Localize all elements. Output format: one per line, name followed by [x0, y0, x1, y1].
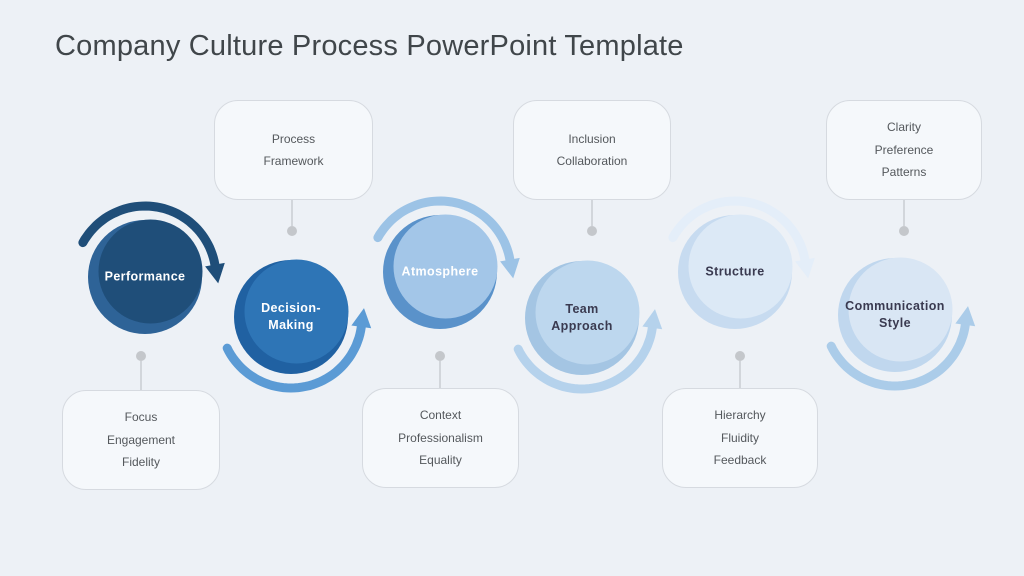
connector-dot-clarity-preference-patterns	[899, 226, 909, 236]
performance-arrowhead-icon	[205, 262, 225, 284]
team-approach-arrowhead-icon	[642, 309, 663, 330]
connector-dot-hierarchy-fluidity-feedback	[735, 351, 745, 361]
connector-dot-context-professionalism-equality	[435, 351, 445, 361]
structure-circular-arrow	[668, 196, 810, 265]
performance-circle	[98, 219, 203, 324]
decision-making-circle	[244, 259, 349, 364]
atmosphere-circle	[393, 214, 498, 319]
communication-style-circle	[848, 257, 953, 362]
structure-circle	[688, 214, 793, 319]
slide-title: Company Culture Process PowerPoint Templ…	[55, 30, 684, 62]
decision-making-circular-arrow	[222, 322, 366, 393]
atmosphere-circular-arrow	[373, 196, 515, 265]
structure-arrowhead-icon	[795, 257, 815, 279]
atmosphere-arrowhead-icon	[500, 257, 520, 279]
performance-circular-arrow	[78, 201, 220, 270]
connector-dot-process-framework	[287, 226, 297, 236]
team-approach-circular-arrow	[513, 323, 657, 394]
connector-dot-focus-engagement-fidelity	[136, 351, 146, 361]
team-approach-circle	[535, 260, 640, 365]
connector-dot-inclusion-collaboration	[587, 226, 597, 236]
decision-making-arrowhead-icon	[351, 308, 372, 329]
communication-style-circular-arrow	[826, 320, 970, 391]
communication-style-arrowhead-icon	[955, 306, 976, 327]
